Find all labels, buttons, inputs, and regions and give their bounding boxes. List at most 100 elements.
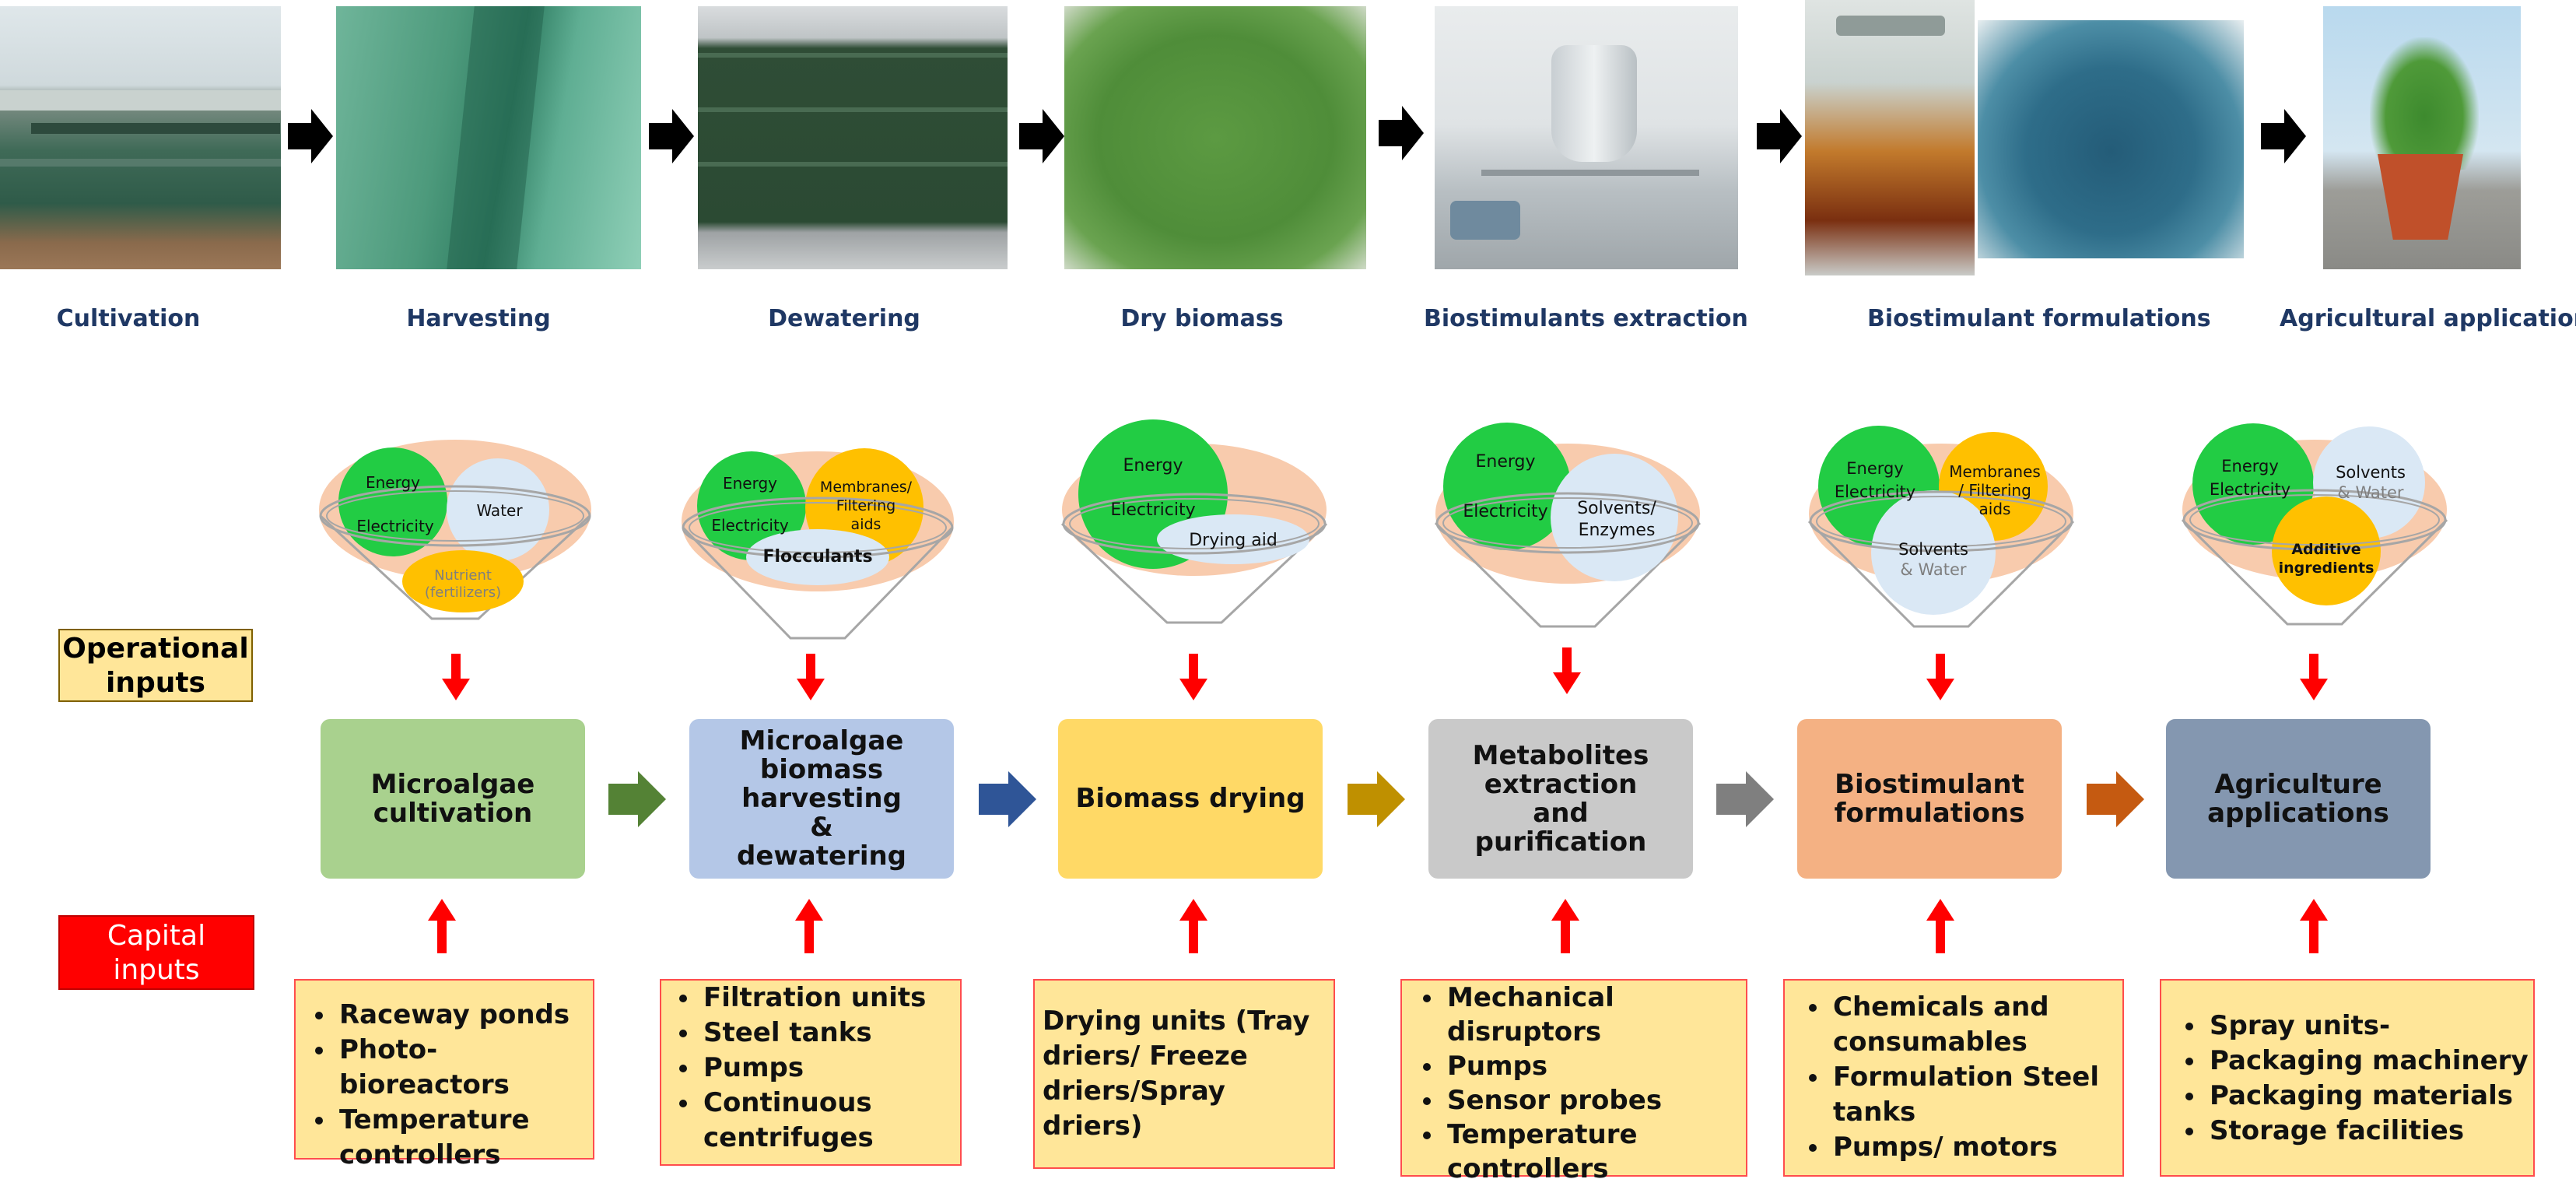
harvesting-photo (336, 6, 641, 269)
funnel-input-label: Nutrient (434, 567, 492, 584)
funnel-input-label: Electricity (1835, 482, 1915, 501)
red-up-arrow-icon (1179, 899, 1207, 953)
capital-list: Filtration units Steel tanks Pumps Conti… (661, 981, 960, 1156)
list-item: Continuous centrifuges (700, 1086, 960, 1156)
funnel-input-label: aids (851, 516, 881, 533)
funnel-input-label: & Water (2337, 483, 2403, 502)
arrow-right-icon (1379, 106, 1424, 160)
list-item: Chemicals and consumables (1830, 990, 2122, 1060)
funnel-input-label: Membranes/ (820, 479, 913, 496)
funnel-input-label: ingredients (2279, 560, 2374, 577)
funnel-input-label: Solvents (1898, 540, 1968, 559)
capital-box-agriculture: Spray units- Packaging machinery Packagi… (2160, 979, 2535, 1177)
funnel-formulations: Energy Electricity Membranes / Filtering… (1807, 426, 2075, 628)
funnel-input-label: Flocculants (762, 547, 872, 567)
funnel-input-label: aids (1979, 500, 2011, 518)
funnel-input-label: Energy (1123, 456, 1183, 475)
list-item: Formulation Steel tanks (1830, 1060, 2122, 1130)
funnel-harvesting: Energy Electricity Membranes/ Filtering … (682, 448, 954, 640)
list-item: Steel tanks (700, 1016, 960, 1051)
funnel-input-label: Membranes (1949, 462, 2041, 481)
caption-harvesting: Harvesting (406, 305, 551, 332)
capital-box-extraction: Mechanical disruptors Pumps Sensor probe… (1400, 979, 1747, 1184)
caption-dewatering: Dewatering (768, 305, 920, 332)
list-item: Filtration units (700, 981, 960, 1016)
funnel-cultivation: Energy Electricity Water Nutrient (ferti… (319, 440, 591, 620)
red-up-arrow-icon (1551, 899, 1579, 953)
arrow-right-icon (608, 771, 666, 827)
funnel-input-label: Electricity (1110, 500, 1195, 520)
red-down-arrow-icon (1926, 654, 1954, 700)
arrow-right-icon (1019, 109, 1064, 163)
plant-photo (2323, 6, 2521, 269)
stage-harvesting-dewatering: Microalgae biomass harvesting & dewateri… (689, 719, 954, 879)
capital-box-formulations: Chemicals and consumables Formulation St… (1783, 979, 2124, 1177)
funnel-input-label: / Filtering (1958, 481, 2031, 500)
arrow-right-icon (288, 109, 333, 163)
list-item: Storage facilities (2206, 1114, 2533, 1149)
list-item: Mechanical disruptors (1444, 981, 1746, 1049)
funnel-drying: Energy Electricity Drying aid (1060, 419, 1328, 624)
list-item: Photo-bioreactors (336, 1033, 593, 1103)
capital-list: Spray units- Packaging machinery Packagi… (2161, 1009, 2533, 1149)
caption-agricultural-applications: Agricultural applications (2280, 305, 2576, 332)
stage-biomass-drying: Biomass drying (1058, 719, 1323, 879)
caption-biostimulant-formulations: Biostimulant formulations (1867, 305, 2211, 332)
list-item: Spray units- (2206, 1009, 2533, 1044)
red-up-arrow-icon (795, 899, 823, 953)
capital-box-drying: Drying units (Tray driers/ Freeze driers… (1033, 979, 1335, 1169)
red-down-arrow-icon (442, 654, 470, 700)
funnel-input-label: Drying aid (1189, 531, 1277, 550)
funnel-input-label: Energy (1475, 452, 1535, 472)
stage-microalgae-cultivation: Microalgae cultivation (321, 719, 585, 879)
caption-dry-biomass: Dry biomass (1120, 305, 1284, 332)
extraction-photo (1435, 6, 1738, 269)
dewatering-photo (698, 6, 1008, 269)
funnel-input-label: Water (476, 501, 523, 520)
funnel-input-label: Electricity (2210, 480, 2290, 499)
capital-list: Chemicals and consumables Formulation St… (1785, 990, 2122, 1165)
funnel-agriculture: Energy Electricity Solvents & Water Addi… (2181, 423, 2448, 626)
capital-list: Raceway ponds Photo-bioreactors Temperat… (296, 998, 593, 1173)
arrow-right-icon (2261, 109, 2306, 163)
arrow-right-icon (2087, 771, 2144, 827)
funnel-input-label: Energy (1846, 459, 1904, 478)
list-item: Sensor probes (1444, 1083, 1746, 1118)
caption-cultivation: Cultivation (56, 305, 201, 332)
funnel-input-label: Filtering (836, 497, 895, 514)
arrow-right-icon (1348, 771, 1405, 827)
operational-inputs-label: Operational inputs (58, 629, 253, 702)
stage-agriculture-applications: Agriculture applications (2166, 719, 2431, 879)
list-item: Temperature controllers (336, 1103, 593, 1173)
red-down-arrow-icon (2300, 654, 2328, 700)
arrow-right-icon (1716, 771, 1774, 827)
funnel-input-label: & Water (1900, 560, 1966, 579)
capital-text: Drying units (Tray driers/ Freeze driers… (1043, 1005, 1310, 1142)
red-down-arrow-icon (1179, 654, 1207, 700)
funnel-input-label: Energy (2221, 457, 2279, 475)
stage-metabolites-extraction: Metabolites extraction and purification (1428, 719, 1693, 879)
capital-list: Mechanical disruptors Pumps Sensor probe… (1402, 981, 1746, 1186)
funnel-input-label: Solvents/ (1577, 499, 1656, 518)
list-item: Pumps (700, 1051, 960, 1086)
list-item: Pumps (1444, 1049, 1746, 1083)
caption-biostimulants-extraction: Biostimulants extraction (1424, 305, 1748, 332)
red-up-arrow-icon (428, 899, 456, 953)
beaker-photo (1805, 0, 1975, 275)
capital-box-cultivation: Raceway ponds Photo-bioreactors Temperat… (294, 979, 594, 1170)
funnel-input-label: Energy (723, 474, 777, 493)
funnel-input-label: (fertilizers) (425, 584, 501, 601)
funnel-extraction: Energy Electricity Solvents/ Enzymes (1434, 423, 1702, 628)
list-item: Raceway ponds (336, 998, 593, 1033)
funnel-input-label: Energy (366, 473, 420, 492)
stage-biostimulant-formulations: Biostimulant formulations (1797, 719, 2062, 879)
list-item: Temperature controllers (1444, 1118, 1746, 1186)
red-up-arrow-icon (1926, 899, 1954, 953)
funnel-input-label: Electricity (356, 517, 434, 535)
funnel-input-label: Electricity (711, 516, 789, 535)
list-item: Packaging materials (2206, 1079, 2533, 1114)
red-down-arrow-icon (797, 654, 825, 700)
red-up-arrow-icon (2300, 899, 2328, 953)
arrow-right-icon (649, 109, 694, 163)
funnel-input-label: Additive (2291, 541, 2360, 558)
